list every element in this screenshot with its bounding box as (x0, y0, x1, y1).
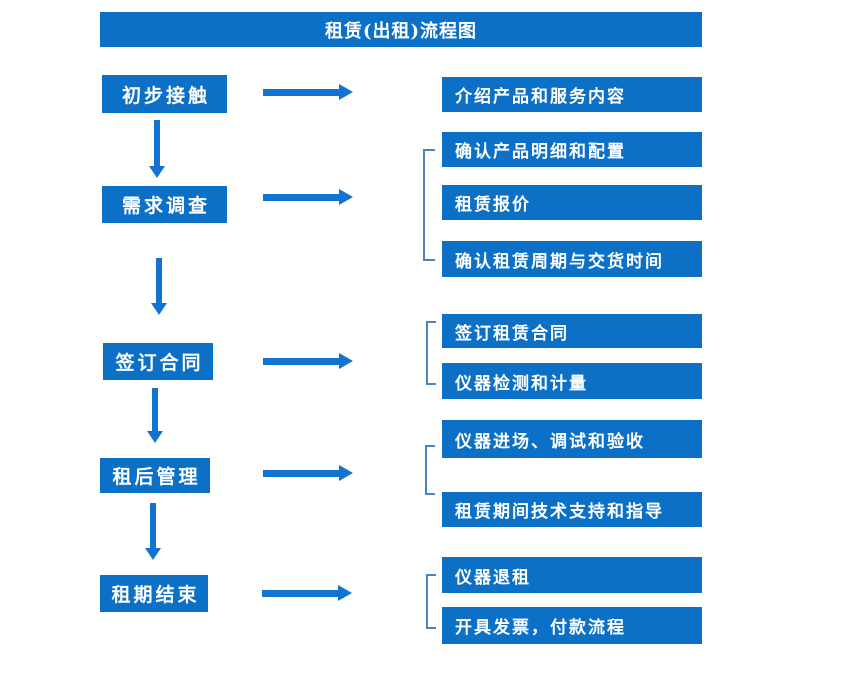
group-bracket-demand-survey (423, 149, 435, 261)
arrow-shaft (149, 503, 156, 548)
group-bracket-rental-end (426, 574, 436, 629)
arrow-head (148, 166, 165, 178)
arrow-head (338, 585, 352, 601)
detail-invoicing-payment-process: 开具发票，付款流程 (442, 607, 702, 644)
step-demand-survey: 需求调查 (102, 186, 227, 223)
arrow-shaft (263, 469, 339, 477)
detail-instrument-entry-debug-acceptance: 仪器进场、调试和验收 (442, 420, 702, 458)
right-arrow-icon (263, 465, 353, 481)
arrow-head (339, 465, 353, 481)
arrow-shaft (262, 589, 338, 597)
arrow-shaft (263, 357, 339, 365)
group-bracket-sign-contract (426, 321, 436, 385)
detail-instrument-return: 仪器退租 (442, 557, 702, 593)
group-bracket-post-rental (425, 445, 435, 495)
arrow-head (144, 548, 161, 560)
arrow-head (339, 84, 353, 100)
down-arrow-icon (146, 388, 163, 443)
detail-sign-rental-contract: 签订租赁合同 (442, 314, 702, 348)
flowchart-title: 租赁(出租)流程图 (100, 12, 702, 47)
arrow-head (339, 189, 353, 205)
arrow-shaft (263, 88, 339, 96)
step-rental-end: 租期结束 (100, 575, 208, 612)
right-arrow-icon (263, 84, 353, 100)
detail-technical-support-guidance: 租赁期间技术支持和指导 (442, 492, 702, 527)
step-sign-contract: 签订合同 (103, 343, 213, 380)
detail-introduce-products-services: 介绍产品和服务内容 (442, 77, 702, 112)
right-arrow-icon (262, 585, 352, 601)
arrow-shaft (155, 258, 162, 303)
down-arrow-icon (144, 503, 161, 560)
arrow-shaft (151, 388, 158, 431)
detail-rental-quotation: 租赁报价 (442, 185, 702, 220)
step-post-rental-management: 租后管理 (100, 458, 210, 493)
right-arrow-icon (263, 353, 353, 369)
arrow-shaft (263, 193, 339, 201)
detail-confirm-product-details-config: 确认产品明细和配置 (442, 132, 702, 167)
step-initial-contact: 初步接触 (102, 75, 227, 113)
arrow-shaft (153, 120, 160, 166)
down-arrow-icon (148, 120, 165, 178)
arrow-head (339, 353, 353, 369)
down-arrow-icon (150, 258, 167, 315)
arrow-head (150, 303, 167, 315)
detail-instrument-testing-metering: 仪器检测和计量 (442, 363, 702, 399)
detail-confirm-rental-period-delivery: 确认租赁周期与交货时间 (442, 241, 702, 277)
right-arrow-icon (263, 189, 353, 205)
arrow-head (146, 431, 163, 443)
